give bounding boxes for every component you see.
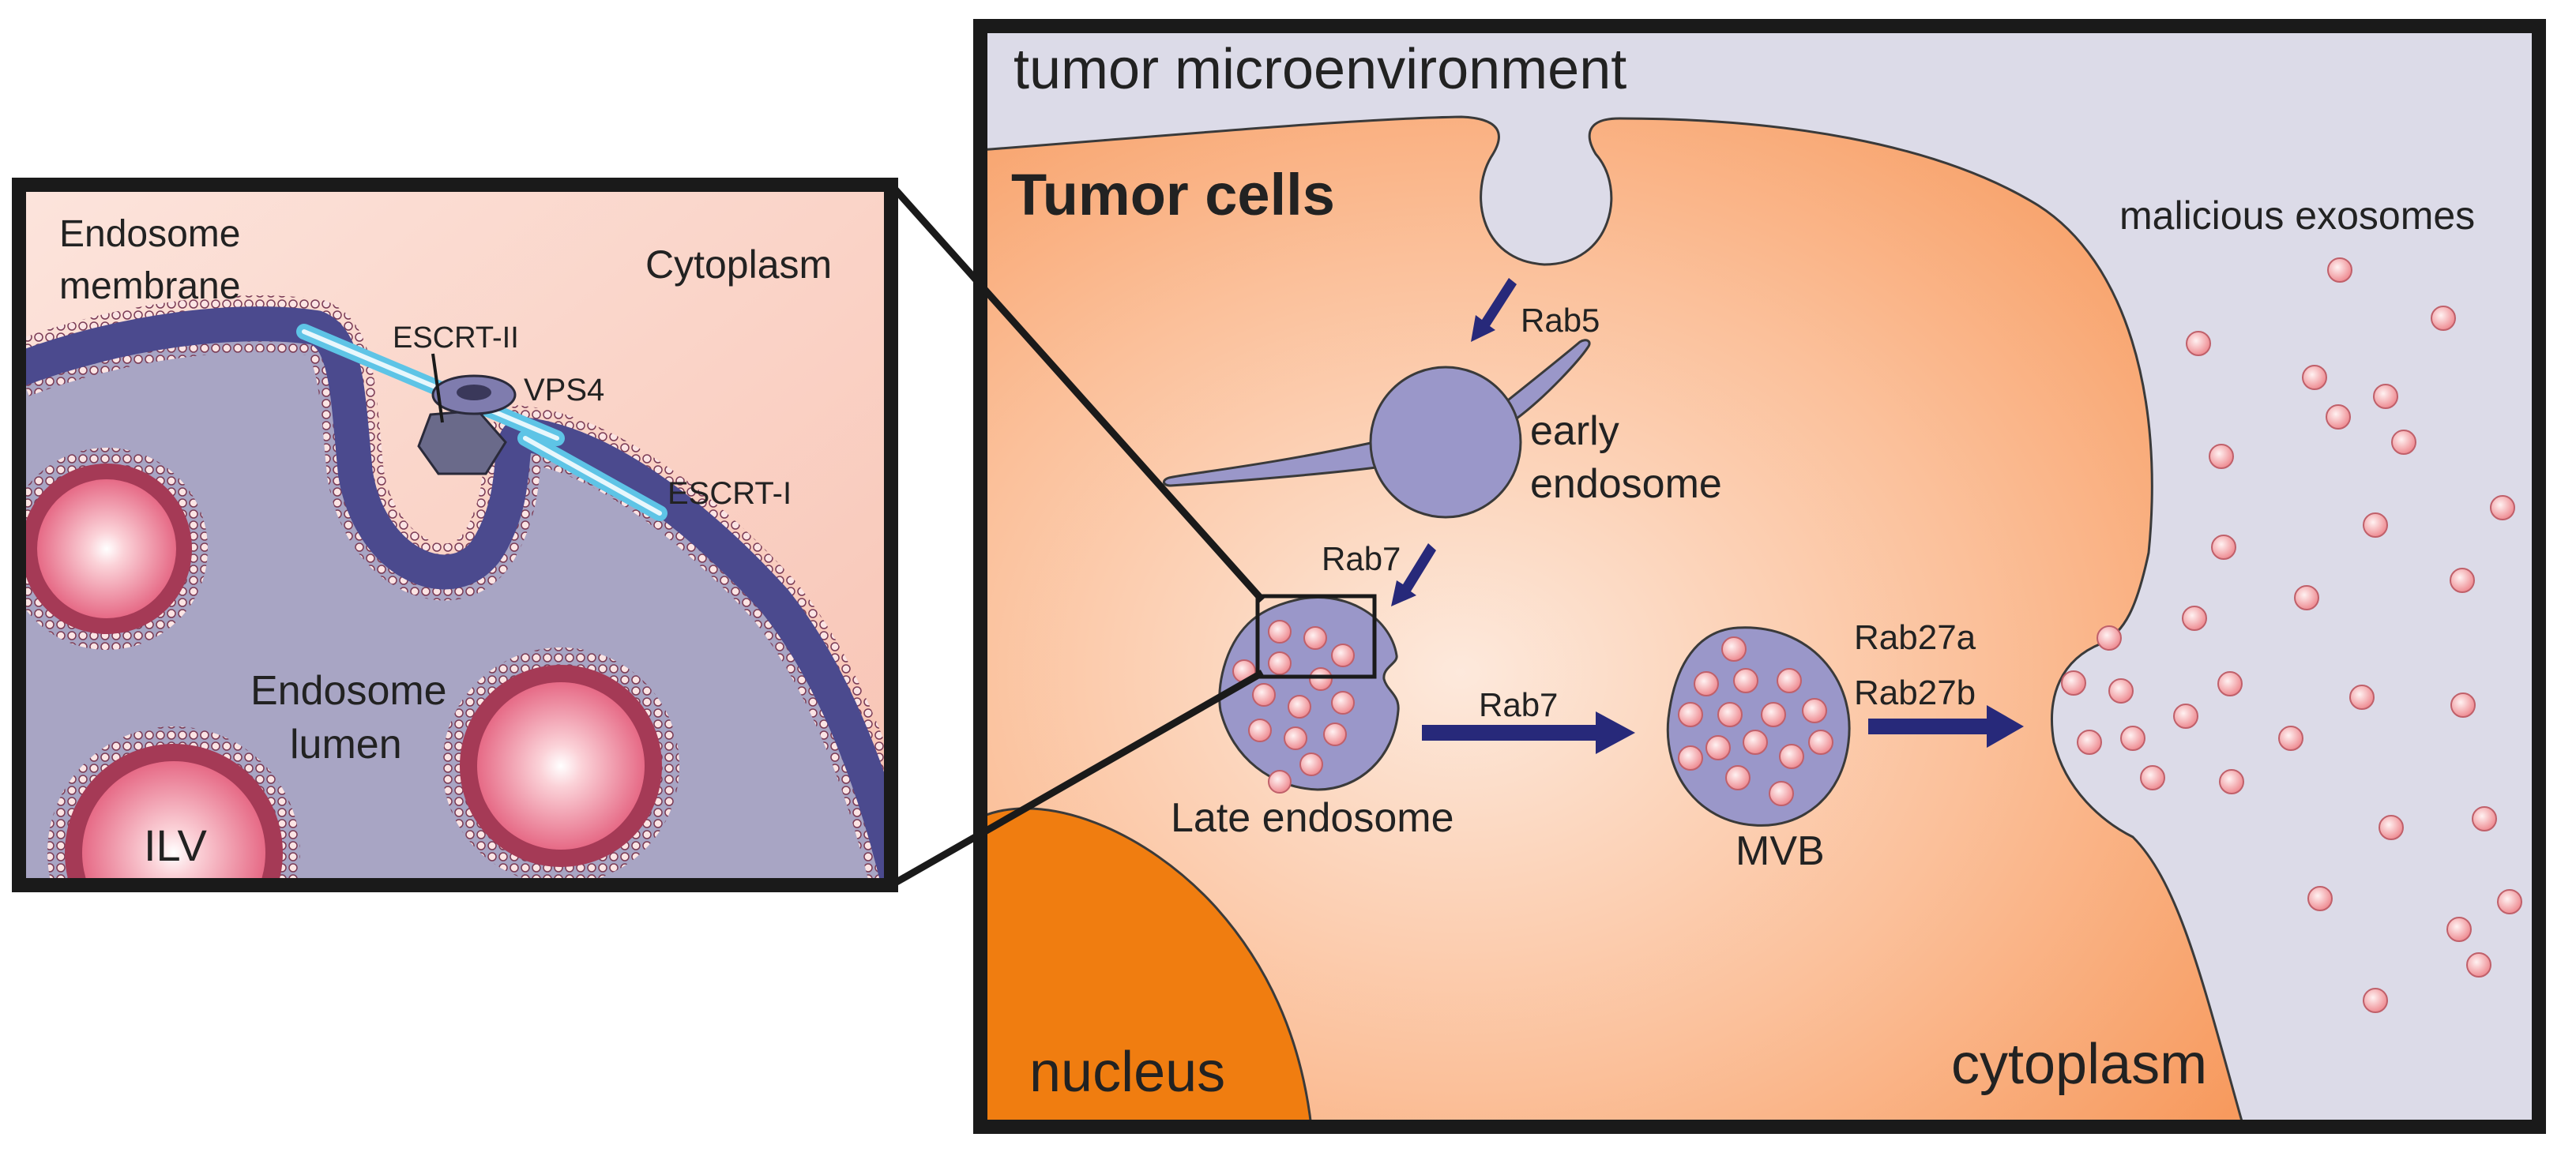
endosome-lumen-label-line2: lumen <box>290 722 402 768</box>
ilv-label: ILV <box>144 820 208 870</box>
rab27a-label: Rab27a <box>1854 618 1976 657</box>
zoom-box <box>1255 594 1377 679</box>
escrt-ii-label: ESCRT-II <box>393 321 519 355</box>
tumor-overview-panel: tumor microenvironment Tumor cells malic… <box>980 26 2539 1127</box>
endosome-membrane-label-line1: Endosome <box>59 213 240 255</box>
endosome-panel-frame <box>12 178 898 892</box>
rab5-label: Rab5 <box>1521 302 1600 339</box>
mvb <box>1666 626 1851 827</box>
endosome-lumen-label-line1: Endosome <box>250 668 447 714</box>
endosome-membrane-label-line2: membrane <box>59 265 240 307</box>
rab5-arrow <box>1471 278 1517 342</box>
nucleus <box>980 807 1313 1127</box>
ilv-vesicles <box>19 448 679 885</box>
tumor-cell-body <box>980 115 2245 1127</box>
early-endosome <box>1163 339 1591 519</box>
tumor-microenvironment-label: tumor microenvironment <box>1013 38 1626 101</box>
zoom-connector-bottom <box>889 670 1265 888</box>
rab7-horizontal-arrow <box>1422 711 1635 754</box>
tumor-cells-label: Tumor cells <box>1011 162 1335 227</box>
rab7-vertical-label: Rab7 <box>1322 540 1401 577</box>
mvb-label: MVB <box>1736 828 1825 874</box>
endosome-zoom-panel: Endosome membrane Cytoplasm ESCRT-II VPS… <box>19 185 891 885</box>
escrt-i-complex <box>296 324 668 521</box>
rab7-vertical-arrow <box>1391 543 1436 606</box>
early-endosome-label-line1: early <box>1530 408 1619 454</box>
rab27b-label: Rab27b <box>1854 674 1976 712</box>
rab27-arrow <box>1868 705 2024 748</box>
zoom-connector-top <box>888 182 1265 602</box>
rab7-horizontal-label: Rab7 <box>1479 686 1558 723</box>
malicious-exosomes-label: malicious exosomes <box>2119 193 2475 238</box>
left-cytoplasm-label: Cytoplasm <box>645 242 832 287</box>
cytoplasm-label: cytoplasm <box>1951 1033 2207 1096</box>
tumor-panel-frame <box>973 19 2546 1134</box>
exosome-particles <box>2061 257 2522 1013</box>
late-endosome <box>1218 594 1400 794</box>
nucleus-label: nucleus <box>1029 1041 1225 1104</box>
escrt-i-label: ESCRT-I <box>668 476 792 511</box>
late-endosome-label: Late endosome <box>1171 795 1454 841</box>
early-endosome-label-line2: endosome <box>1530 461 1722 507</box>
escrt-ii-vps4-complex <box>417 353 517 475</box>
vps4-label: VPS4 <box>524 373 604 407</box>
